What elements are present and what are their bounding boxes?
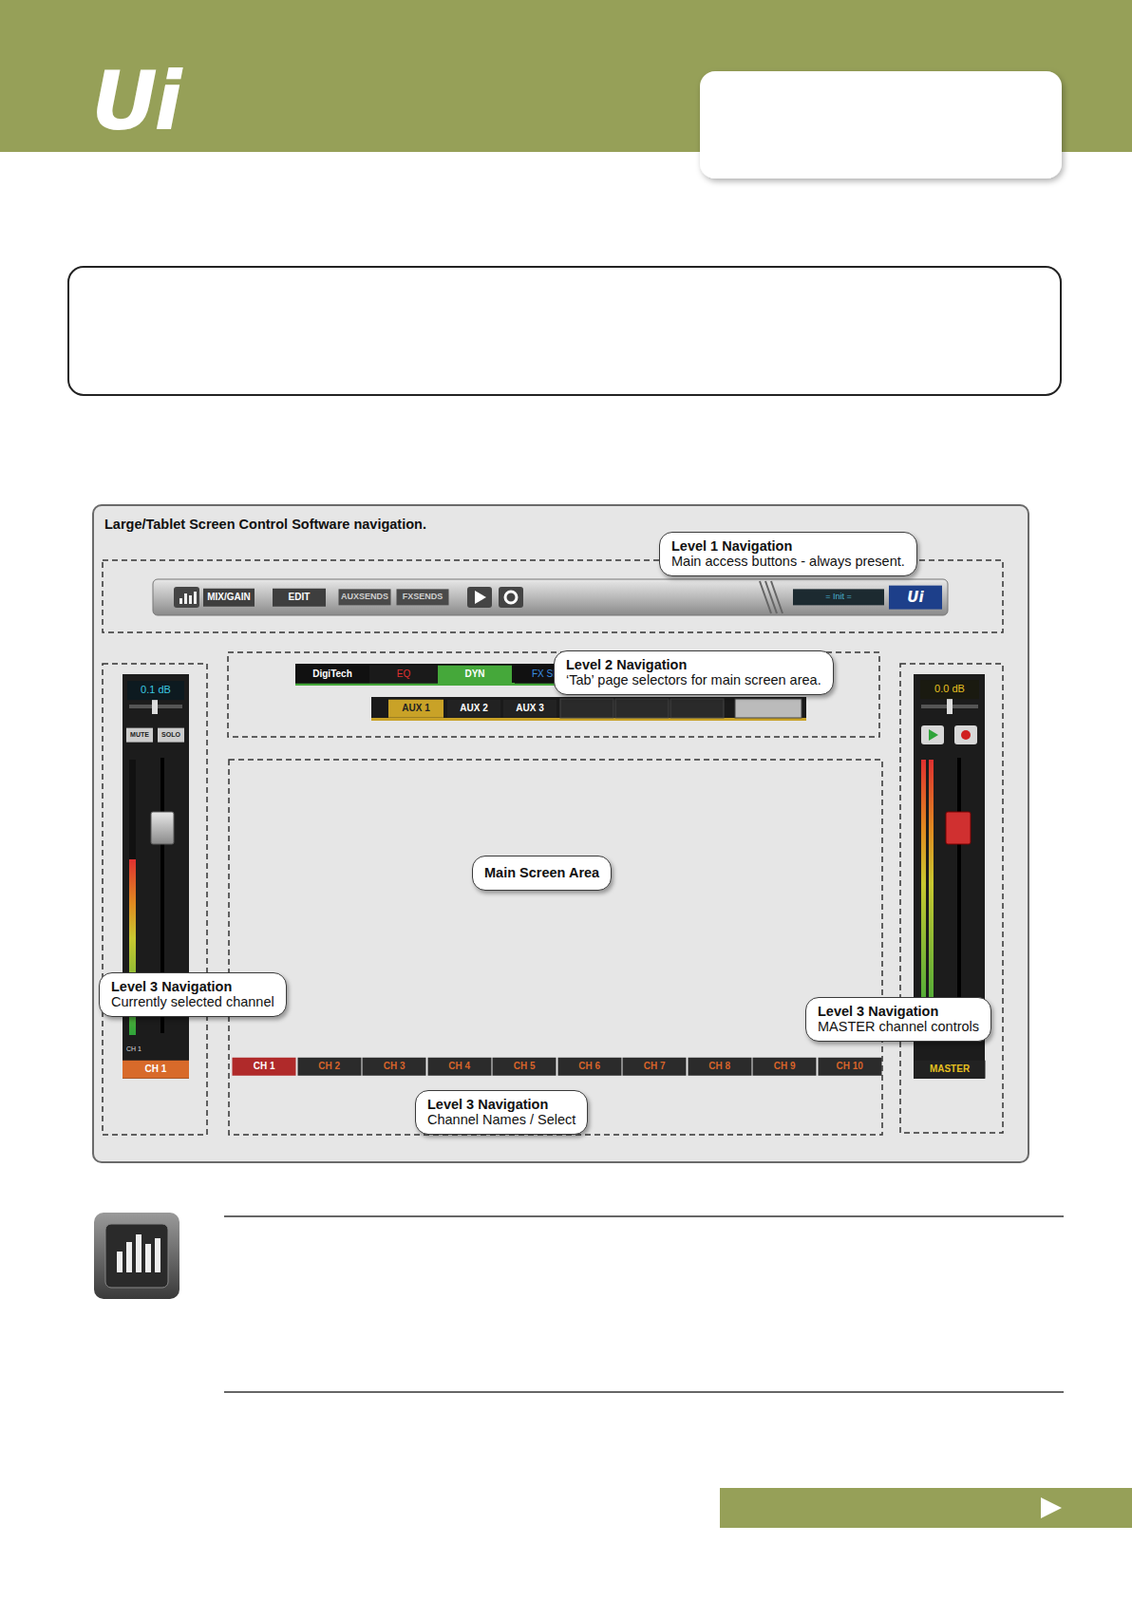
rule bbox=[224, 1215, 1064, 1218]
screen-label: CH 9 bbox=[753, 1057, 817, 1076]
callout-box: Level 3 NavigationCurrently selected cha… bbox=[98, 972, 287, 1018]
screen-label: MASTER bbox=[914, 1060, 986, 1079]
screen-label: CH 10 bbox=[817, 1057, 882, 1076]
next-bar bbox=[719, 1488, 1132, 1529]
screen-label: DigiTech bbox=[295, 665, 370, 684]
callout-body: ‘Tab’ page selectors for main screen are… bbox=[566, 672, 822, 688]
callout-heading: Level 3 Navigation bbox=[817, 1003, 980, 1019]
screen-label: EDIT bbox=[272, 588, 326, 607]
callout-body: Currently selected channel bbox=[111, 994, 275, 1010]
callout-box: Level 2 Navigation‘Tab’ page selectors f… bbox=[553, 650, 834, 696]
screen-label: SOLO bbox=[157, 728, 185, 743]
screen-label: AUX 3 bbox=[503, 699, 557, 718]
callout-body: Channel Names / Select bbox=[427, 1112, 576, 1128]
header-tab bbox=[699, 71, 1062, 179]
screen-label: CH 7 bbox=[622, 1057, 687, 1076]
callout-heading: Level 1 Navigation bbox=[671, 538, 906, 554]
callout-box: Level 3 NavigationMASTER channel control… bbox=[805, 997, 992, 1042]
channel-strip-screenshot bbox=[122, 674, 189, 1079]
rule bbox=[224, 1391, 1064, 1394]
screen-label: 0.1 dB bbox=[127, 680, 185, 700]
screen-label: = Init = bbox=[792, 588, 885, 605]
callout-heading: Large/Tablet Screen Control Software nav… bbox=[94, 506, 1028, 532]
screen-label: CH 4 bbox=[427, 1057, 491, 1076]
screen-label: AUX 2 bbox=[447, 699, 501, 718]
screen-label: CH 8 bbox=[687, 1057, 752, 1076]
screen-label: AUX 1 bbox=[388, 699, 444, 718]
screen-label: CH 6 bbox=[557, 1057, 622, 1076]
screen-label: 0.0 dB bbox=[920, 679, 980, 699]
callout-box: Level 1 NavigationMain access buttons - … bbox=[659, 531, 918, 577]
dashed-regions bbox=[102, 560, 1003, 1135]
callout-heading: Main Screen Area bbox=[484, 862, 600, 884]
callout-heading: Level 3 Navigation bbox=[427, 1096, 576, 1113]
toolbar-screenshot bbox=[152, 579, 948, 616]
screen-label: DYN bbox=[437, 665, 512, 684]
screen-label: CH 1 bbox=[232, 1057, 297, 1076]
panel-ground bbox=[92, 504, 1030, 1164]
screen-label: CH 3 bbox=[362, 1057, 427, 1076]
screen-label: AUXSENDS bbox=[339, 588, 392, 605]
mixer-icon bbox=[94, 1212, 180, 1300]
callout-heading: Level 2 Navigation bbox=[566, 657, 822, 673]
callout-box: Main Screen Area bbox=[471, 855, 612, 891]
callout-box: Level 3 NavigationChannel Names / Select bbox=[415, 1090, 588, 1135]
next-arrow bbox=[1040, 1497, 1062, 1519]
screen-label: MUTE bbox=[126, 728, 153, 743]
screen-label: MIX/GAIN bbox=[203, 588, 255, 607]
screen-label: CH 5 bbox=[492, 1057, 557, 1076]
screen-label: CH 1 bbox=[122, 1060, 189, 1079]
callout-body: MASTER channel controls bbox=[817, 1018, 980, 1035]
brand-logo: Ui bbox=[88, 58, 181, 143]
note-box bbox=[68, 266, 1061, 396]
screen-label: Ui bbox=[888, 585, 943, 610]
callout-body: Main access buttons - always present. bbox=[671, 553, 906, 569]
screen-panel: Large/Tablet Screen Control Software nav… bbox=[92, 504, 1030, 1164]
screen-label: CH 1 bbox=[123, 1044, 145, 1056]
screen-label: EQ bbox=[369, 665, 438, 684]
screen-label: CH 2 bbox=[297, 1057, 361, 1076]
screen-label: FXSENDS bbox=[396, 588, 450, 605]
callout-heading: Level 3 Navigation bbox=[111, 979, 275, 995]
